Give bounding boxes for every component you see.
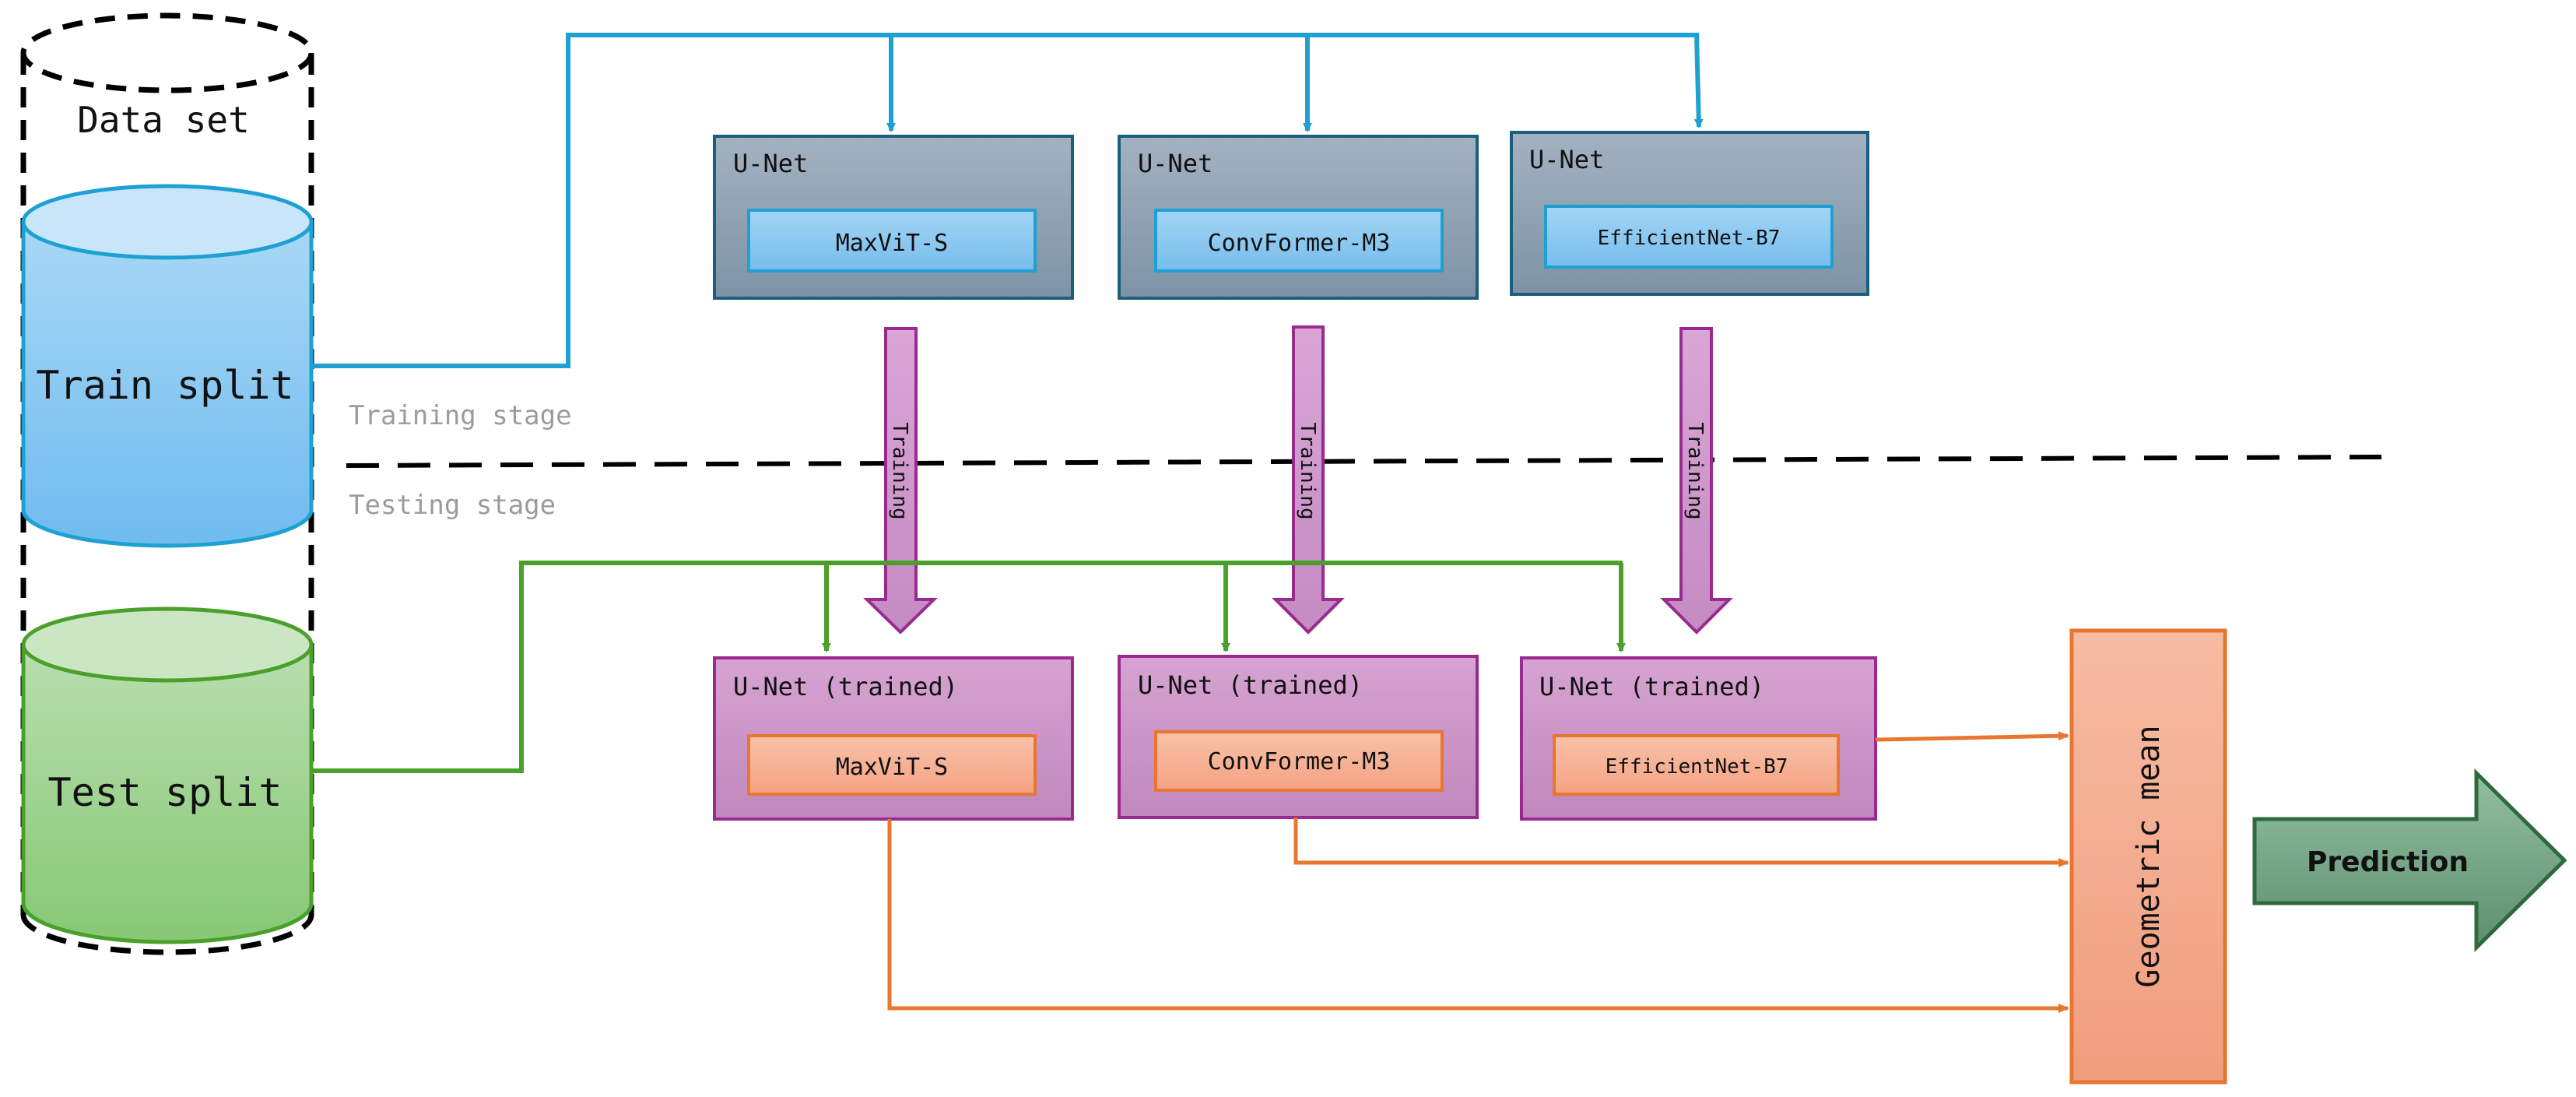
trained-unet-label-2: U-Net (trained)	[1138, 670, 1363, 700]
training-arrow-2	[1272, 325, 1345, 635]
geometric-mean-label: Geometric mean	[2131, 725, 2167, 987]
encoder-label-orange-1: MaxViT-S	[836, 754, 949, 781]
train-connector	[311, 33, 1704, 368]
trained-unet-label-3: U-Net (trained)	[1539, 672, 1764, 701]
encoder-label-orange-2: ConvFormer-M3	[1208, 748, 1391, 775]
prediction-arrow	[2252, 768, 2567, 952]
trained-unet-box-3	[1520, 656, 1877, 821]
prediction-label: Prediction	[2307, 846, 2469, 878]
encoder-chip-blue-1	[747, 209, 1037, 272]
training-arrow-3	[1660, 327, 1733, 635]
test-connector	[311, 561, 1626, 773]
train-split-label: Train split	[36, 363, 293, 408]
encoder-label-blue-3: EfficientNet-B7	[1598, 227, 1781, 250]
trained-unet-label-1: U-Net (trained)	[733, 672, 958, 701]
unet-box-1	[713, 135, 1074, 300]
unet-box-3	[1510, 131, 1869, 296]
encoder-label-blue-1: MaxViT-S	[836, 230, 949, 257]
encoder-chip-orange-3	[1553, 734, 1840, 796]
trained-unet-box-2	[1118, 655, 1479, 819]
encoder-label-blue-2: ConvFormer-M3	[1208, 230, 1391, 257]
unet-label-1: U-Net	[733, 149, 808, 178]
unet-label-3: U-Net	[1529, 145, 1604, 174]
training-arrow-1	[863, 327, 938, 635]
encoder-label-orange-3: EfficientNet-B7	[1606, 755, 1788, 779]
geometric-mean-block	[2069, 628, 2227, 1085]
training-arrow-label-3: Training	[1683, 422, 1707, 519]
dataset-title: Data set	[77, 99, 250, 141]
test-split-cylinder	[21, 607, 314, 944]
test-split-label: Test split	[47, 770, 282, 815]
encoder-chip-blue-3	[1544, 205, 1834, 269]
ensemble-connector	[887, 731, 2069, 1013]
training-arrow-label-1: Training	[888, 422, 911, 519]
testing-stage-label: Testing stage	[349, 490, 556, 521]
training-arrow-label-2: Training	[1296, 422, 1319, 519]
unet-label-2: U-Net	[1138, 149, 1213, 178]
trained-unet-box-1	[713, 656, 1074, 821]
encoder-chip-orange-2	[1154, 730, 1444, 792]
train-split-cylinder	[21, 184, 314, 548]
stage-divider	[346, 455, 2382, 468]
training-stage-label: Training stage	[349, 400, 572, 431]
encoder-chip-blue-2	[1154, 209, 1444, 272]
unet-box-2	[1118, 135, 1479, 300]
encoder-chip-orange-1	[747, 734, 1037, 796]
